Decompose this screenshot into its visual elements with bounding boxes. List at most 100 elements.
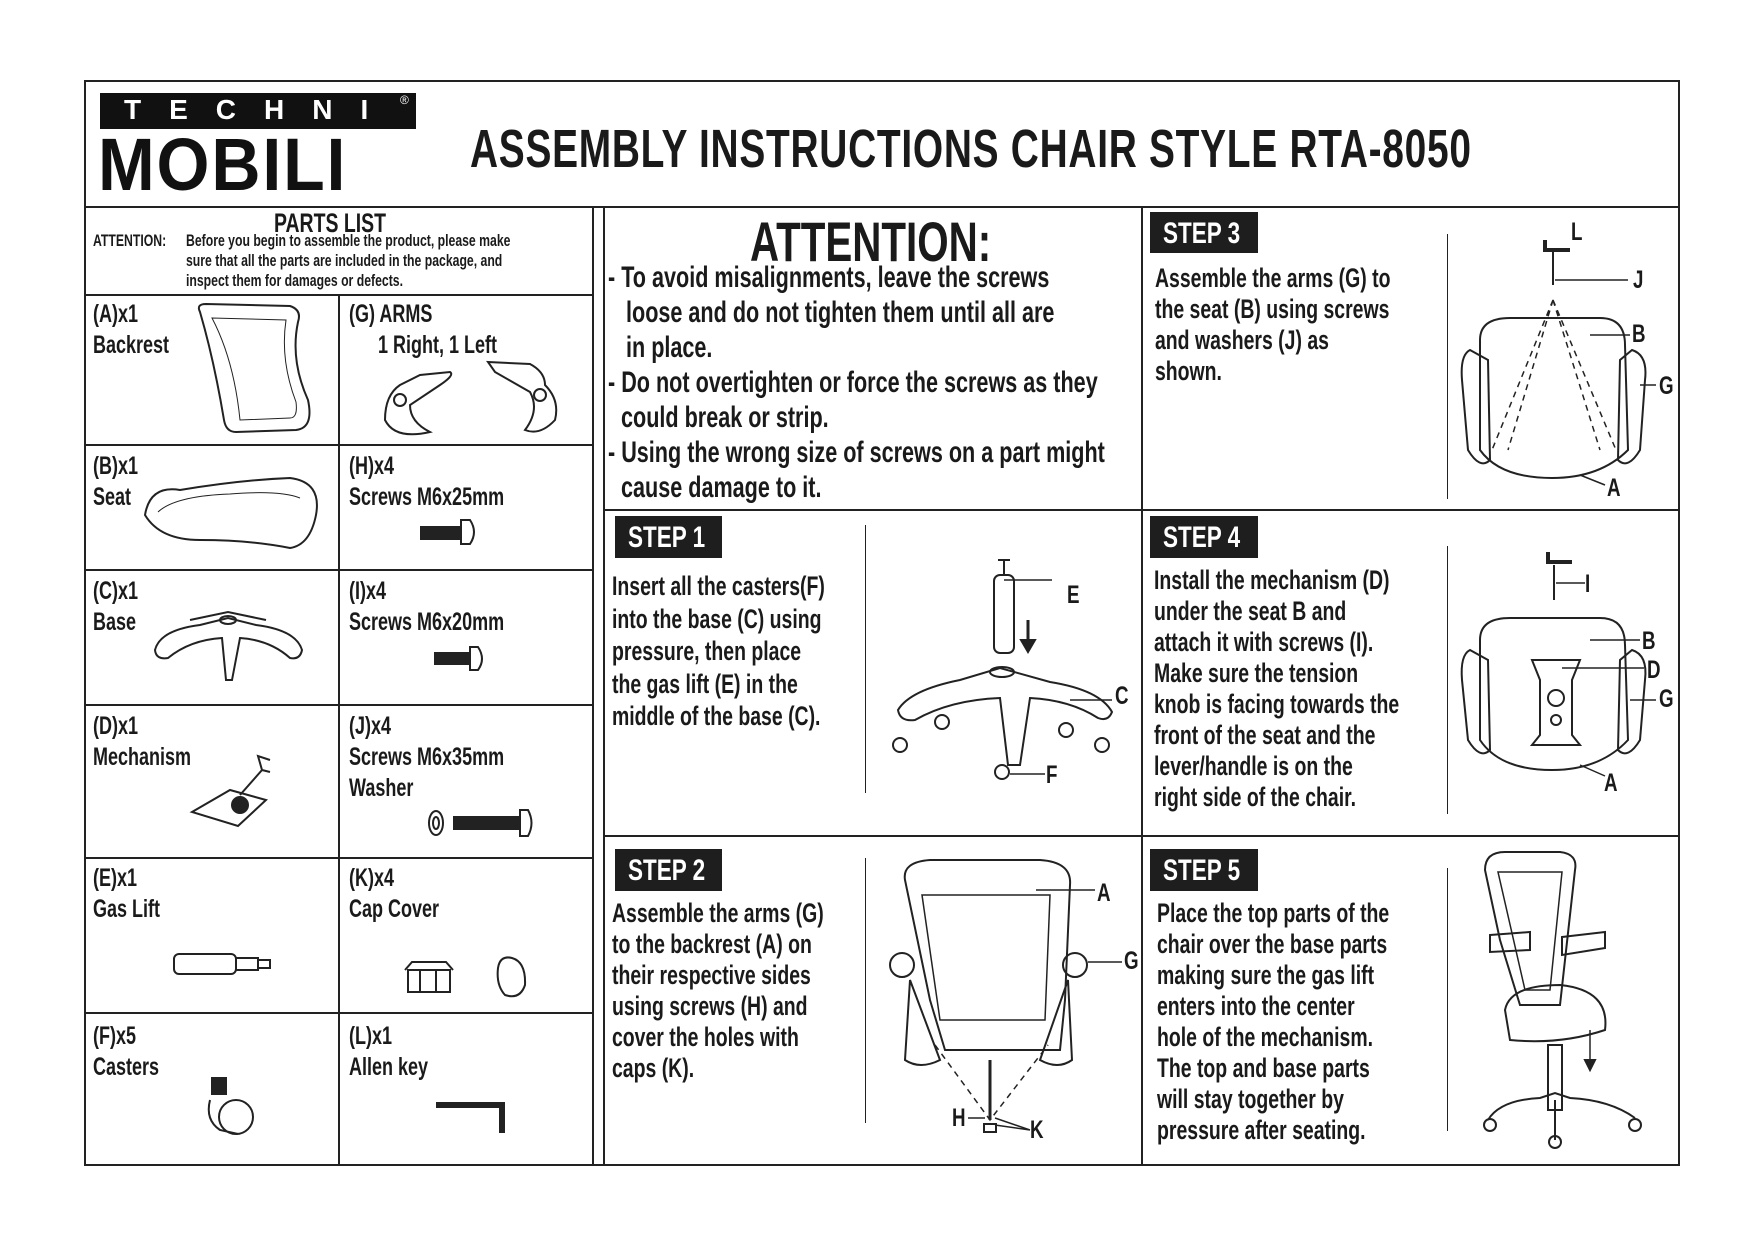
callout-l: L [1571,218,1583,246]
steps-panel-left-border [603,206,605,1166]
step4-divider [1447,546,1448,814]
step-text-line: attach it with screws (I). [1154,627,1374,657]
step-text-line: will stay together by [1157,1084,1344,1114]
caster-illustration [207,1077,254,1135]
callout-i: I [1585,570,1591,598]
logo-top-text: TECHNI [124,94,397,125]
callout-a: A [1097,879,1111,907]
attention-line: could break or strip. [621,401,829,434]
step-text-line: The top and base parts [1157,1053,1370,1083]
cap-cover-illustration [404,956,527,998]
step5-label: STEP 5 [1163,854,1241,887]
part-code: (D)x1 [93,712,139,740]
step5-badge: STEP 5 [1150,849,1258,891]
step3-badge: STEP 3 [1150,212,1258,253]
attention-line: - Do not overtighten or force the screws… [608,366,1098,399]
step-text-line: Install the mechanism (D) [1154,565,1390,595]
callout-g: G [1124,947,1139,975]
step1-divider [865,525,866,793]
step4-illustration [1460,552,1656,777]
steps-row-divider-1 [603,509,1680,511]
step-text-line: shown. [1155,356,1222,386]
part-name: Allen key [349,1053,429,1081]
parts-column-divider [338,294,340,1166]
part-code: (J)x4 [349,712,392,740]
part-name: Seat [93,483,132,511]
step5-illustration [1483,851,1642,1149]
part-name: Backrest [93,331,170,359]
parts-row-divider [84,444,594,446]
attention-line: loose and do not tighten them until all … [626,296,1055,329]
step-text-line: middle of the base (C). [612,701,821,731]
step-text-line: under the seat B and [1154,596,1347,626]
part-name: Mechanism [93,743,192,771]
parts-attention-label: ATTENTION: [93,231,167,250]
attention-line: in place. [626,331,713,364]
step2-badge: STEP 2 [615,849,722,891]
step5-divider [1447,868,1448,1131]
callout-a: A [1604,769,1618,797]
seat-illustration [143,476,318,550]
step-text-line: pressure after seating. [1157,1115,1366,1145]
step-text-line: Make sure the tension [1154,658,1359,688]
step3-illustration [1460,240,1656,486]
step2-divider [865,858,866,1123]
part-code: (K)x4 [349,864,395,892]
page-title: ASSEMBLY INSTRUCTIONS CHAIR STYLE RTA-80… [470,119,1472,179]
step-text-line: Assemble the arms (G) to [1155,263,1391,293]
callout-j: J [1633,266,1644,294]
mechanism-illustration [189,754,271,828]
base-illustration [153,610,304,681]
parts-list-heading: PARTS LIST [274,208,386,238]
step2-label: STEP 2 [628,854,706,887]
parts-attention-line: Before you begin to assemble the product… [186,231,511,250]
part-code: (A)x1 [93,300,139,328]
step-text-line: pressure, then place [612,636,802,666]
header-divider [84,206,1680,208]
callout-f: F [1046,761,1058,789]
part-code: (F)x5 [93,1022,137,1050]
washer-screw-j-illustration [428,809,533,837]
step1-badge: STEP 1 [615,516,722,558]
parts-panel-right-border [592,206,594,1166]
gas-lift-illustration [173,953,271,975]
step-text-line: and washers (J) as [1155,325,1329,355]
parts-attention-line: sure that all the parts are included in … [186,251,503,270]
callout-b: B [1642,627,1656,655]
part-code: (E)x1 [93,864,138,892]
part-name-extra: Washer [349,774,414,802]
step-text-line: cover the holes with [612,1022,799,1052]
part-code: (L)x1 [349,1022,393,1050]
allen-key-illustration [436,1102,505,1133]
step-text-line: into the base (C) using [612,604,822,634]
attention-heading: ATTENTION: [750,210,992,273]
step2-illustration [889,859,1122,1133]
callout-d: D [1647,656,1661,684]
callout-h: H [952,1104,966,1132]
step-text-line: right side of the chair. [1154,782,1356,812]
parts-attention-line: inspect them for damages or defects. [186,271,403,290]
part-name: Casters [93,1053,160,1081]
step-text-line: the seat (B) using screws [1155,294,1390,324]
step1-label: STEP 1 [628,521,706,554]
step-text-line: caps (K). [612,1053,695,1083]
callout-k: K [1030,1116,1044,1144]
step3-label: STEP 3 [1163,217,1241,250]
attention-line: - Using the wrong size of screws on a pa… [608,436,1105,469]
steps-column-divider [1141,206,1143,1166]
callout-a: A [1607,474,1621,502]
step-text-line: Assemble the arms (G) [612,898,824,928]
part-name: Gas Lift [93,895,161,923]
callout-b: B [1632,320,1646,348]
callout-e: E [1067,581,1080,609]
logo-registered-mark: ® [400,93,409,107]
step-text-line: Place the top parts of the [1157,898,1390,928]
step-text-line: using screws (H) and [612,991,808,1021]
callout-g: G [1659,685,1674,713]
screw-h-illustration [420,519,475,545]
part-name: 1 Right, 1 Left [378,331,498,359]
step3-divider [1447,234,1448,499]
steps-row-divider-2 [603,835,1680,837]
part-name: Screws M6x20mm [349,608,505,636]
